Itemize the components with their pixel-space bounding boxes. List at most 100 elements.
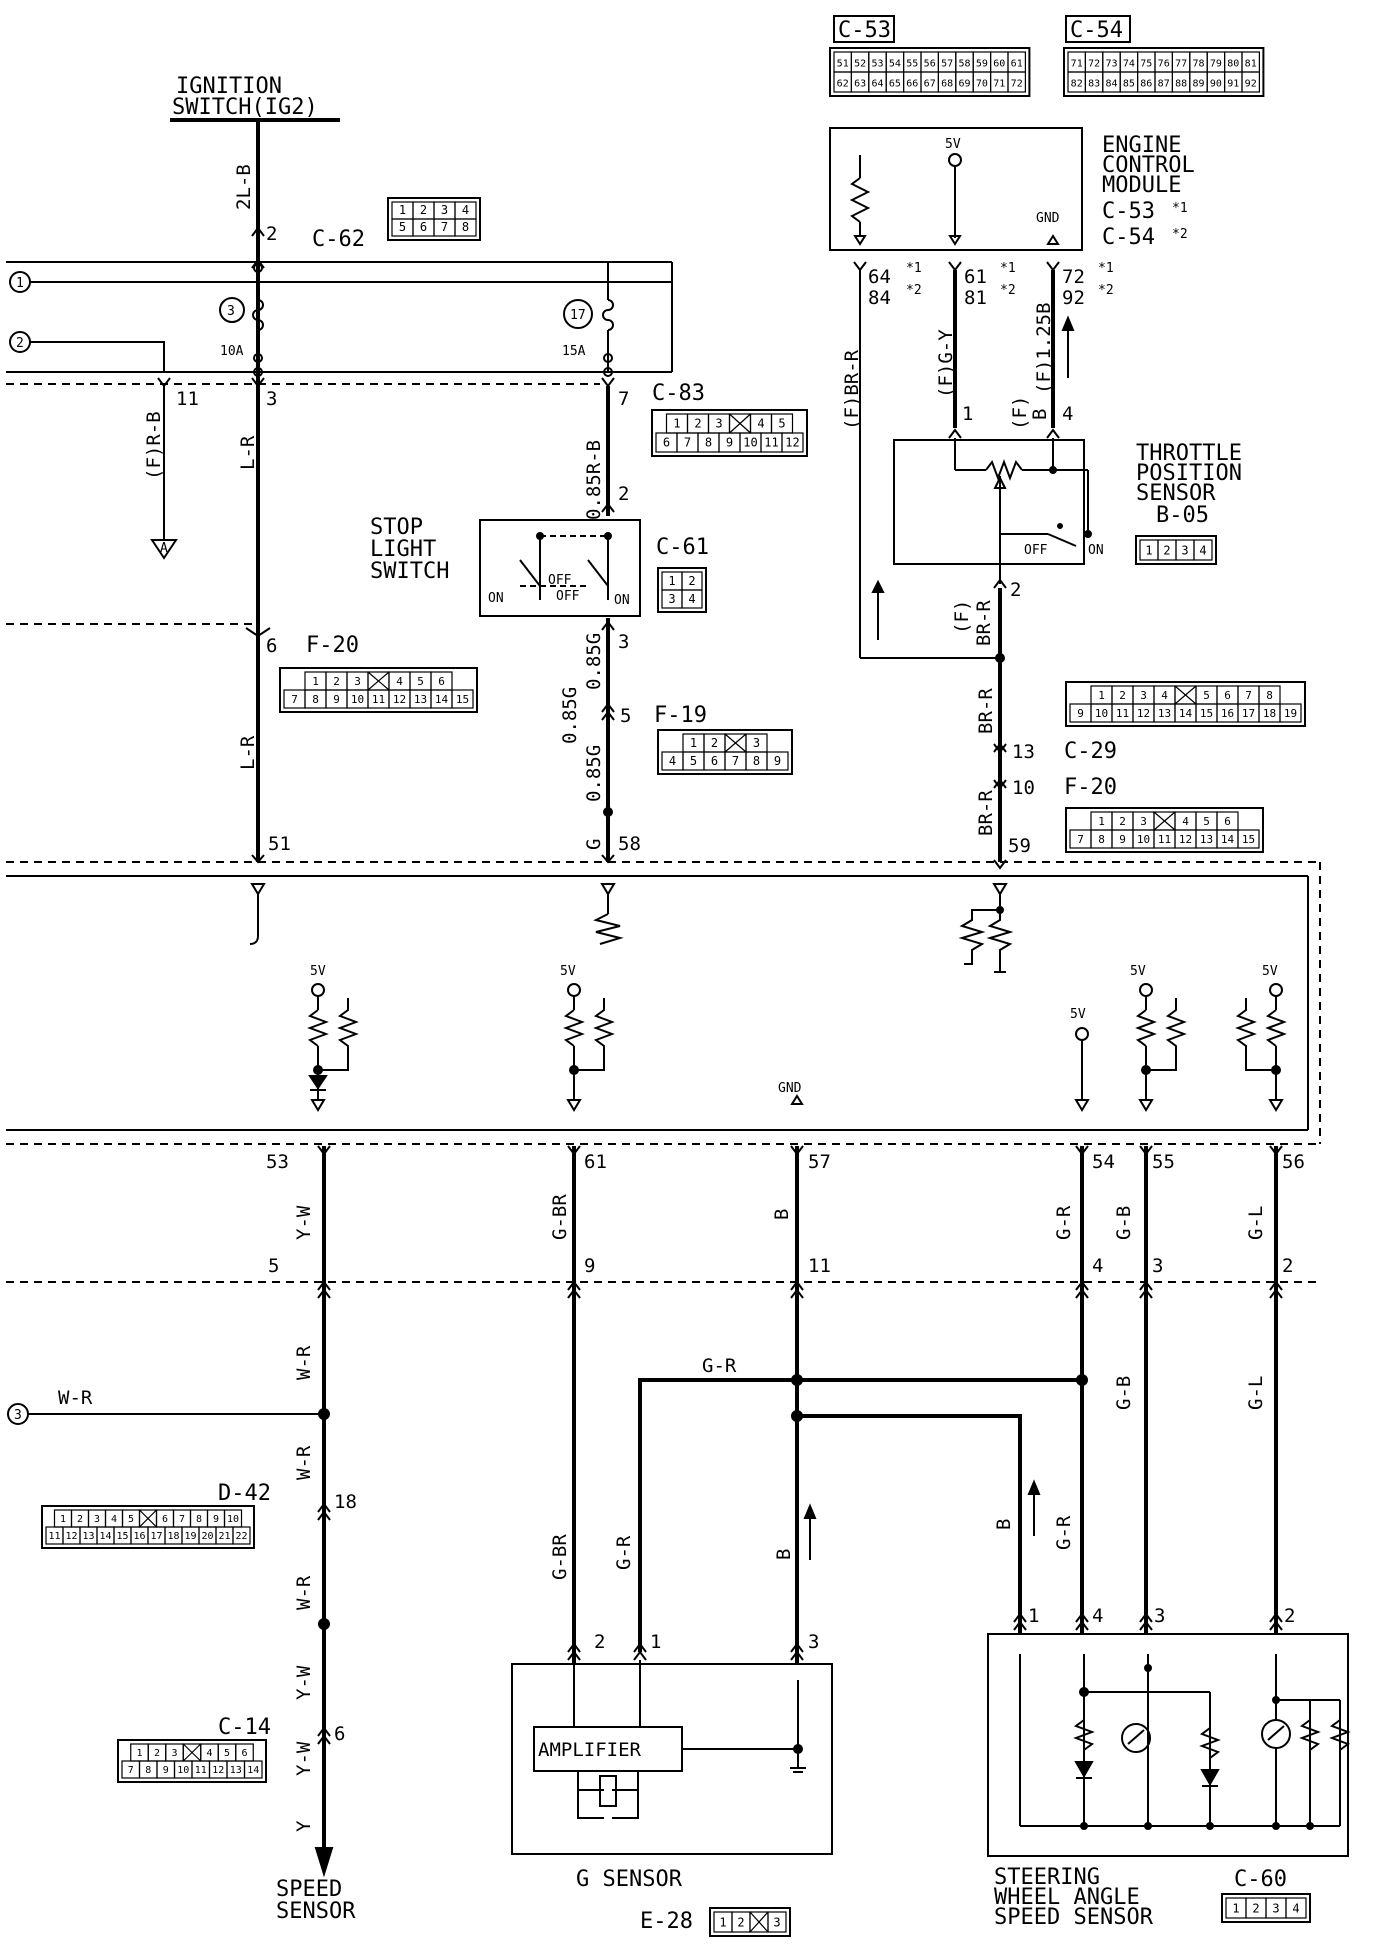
stop-off-1: OFF: [548, 573, 572, 588]
wire-yw-3: Y-W: [293, 1741, 315, 1776]
pin-53: 53: [266, 1151, 289, 1173]
grid-cell-label: 3: [773, 1915, 780, 1929]
steering-title-3: SPEED SENSOR: [994, 1905, 1154, 1930]
grid-cell-label: 11: [195, 1765, 207, 1776]
grid-cell-blank: [724, 733, 747, 753]
grid-cell-label: 69: [958, 78, 970, 89]
tps-pin-4: 4: [1062, 403, 1073, 425]
c54-header: C-54: [1065, 15, 1131, 43]
grid-cell-label: 1: [312, 675, 319, 688]
pin-13: 13: [1012, 741, 1035, 763]
grid-cell-label: 7: [1077, 833, 1084, 846]
grid-cell: [232, 1526, 251, 1545]
grid-cell-label: 14: [99, 1531, 111, 1542]
tps-off: OFF: [1024, 543, 1048, 558]
grid-cell-label: 8: [196, 1514, 202, 1525]
grid-cell-label: 84: [1105, 78, 1117, 89]
wire-gr-1: G-R: [1053, 1205, 1075, 1240]
pin-10: 10: [1012, 777, 1035, 799]
unit-input-2: [593, 883, 624, 945]
wire-wr-1: W-R: [293, 1345, 315, 1380]
grid-cell-label: 3: [1140, 815, 1147, 828]
grid-cell: [451, 689, 474, 709]
grid-cell-label: 75: [1140, 58, 1152, 69]
f20-left-title: F-20: [306, 633, 359, 658]
pin-58: 58: [618, 833, 641, 855]
wire-yw-1: Y-W: [293, 1205, 315, 1240]
grid-cell-label: 2: [737, 1915, 744, 1929]
grid-cell-label: 8: [705, 436, 712, 450]
grid-cell-blank: [1153, 811, 1176, 831]
grid-cell-label: 80: [1227, 58, 1239, 69]
grid-cell-label: 52: [854, 58, 866, 69]
grid-cell-label: 10: [351, 693, 364, 706]
grid-cell-label: 55: [906, 58, 918, 69]
grid-cell-label: 85: [1123, 78, 1135, 89]
grid-cell-label: 21: [218, 1531, 230, 1542]
row2-pin-9: 9: [584, 1255, 595, 1277]
pin-92-mark: *2: [1098, 283, 1114, 298]
grid-cell-label: 12: [65, 1531, 77, 1542]
grid-cell-label: 66: [906, 78, 918, 89]
wr-junction: [318, 1408, 330, 1420]
grid-cell-label: 18: [1263, 707, 1276, 720]
fuse-3-num: 3: [227, 304, 235, 319]
ecm-gnd: GND: [1036, 211, 1060, 226]
grid-cell-label: 67: [924, 78, 936, 89]
grid-cell-label: 4: [1161, 689, 1168, 702]
pin-c62-2: 2: [266, 223, 277, 245]
grid-cell-label: 12: [785, 436, 799, 450]
grid-cell-label: 68: [941, 78, 953, 89]
c53-title: C-53: [838, 18, 891, 43]
grid-cell-label: 10: [177, 1765, 189, 1776]
c62-title: C-62: [312, 227, 365, 252]
grid-cell-label: 81: [1245, 58, 1257, 69]
grid-cell-label: 10: [1095, 707, 1108, 720]
grid-cell-label: 1: [399, 203, 406, 217]
v5-56: 5V: [1262, 964, 1278, 979]
grid-cell-blank: [1174, 685, 1197, 705]
grid-cell-label: 90: [1210, 78, 1222, 89]
ref-2-line: [30, 341, 165, 372]
pin-54: 54: [1092, 1151, 1115, 1173]
g-sensor-box: [511, 1663, 833, 1855]
grid-cell-label: 6: [241, 1748, 247, 1759]
wire-f-125b: (F)1.25B: [1033, 302, 1055, 394]
grid-cell-label: 2: [77, 1514, 83, 1525]
grid-cell-label: 4: [396, 675, 403, 688]
grid-cell-label: 6: [1224, 815, 1231, 828]
grid-cell-blank: [749, 1911, 769, 1933]
grid-cell-label: 1: [1098, 689, 1105, 702]
wire-wr-3: W-R: [293, 1575, 315, 1610]
ecm-title-3: MODULE: [1102, 173, 1181, 198]
pin-64: 64: [868, 266, 891, 288]
grid-cell-label: 10: [743, 436, 757, 450]
grid-cell-label: 62: [837, 78, 849, 89]
wire-gr-h: G-R: [702, 1355, 737, 1377]
grid-cell-label: 92: [1245, 78, 1257, 89]
pin-72-mark: *1: [1098, 261, 1114, 276]
grid-cell-label: 6: [711, 754, 718, 768]
wire-f-gy: (F)G-Y: [935, 329, 957, 398]
g-sensor-title: G SENSOR: [576, 1867, 683, 1892]
d42-title: D-42: [218, 1481, 271, 1506]
bottom-pin-labels: 53 61 57 54 55 56: [266, 1151, 1305, 1173]
e28-title: E-28: [640, 1909, 693, 1934]
grid-cell-label: 4: [669, 754, 676, 768]
wire-gbr-2: G-BR: [549, 1534, 571, 1580]
g-sensor-internals: [533, 1680, 806, 1819]
grid-cell-label: 58: [958, 58, 970, 69]
grid-cell-label: 6: [663, 436, 670, 450]
gnd-57-symbol: [790, 1094, 804, 1105]
pin-stop-3: 3: [618, 631, 629, 653]
row2-pin-5: 5: [268, 1255, 279, 1277]
grid-cell-label: 79: [1210, 58, 1222, 69]
grid-cell-blank: [139, 1509, 157, 1528]
grid-cell-label: 87: [1158, 78, 1170, 89]
pin-81: 81: [964, 287, 987, 309]
grid-cell-label: 83: [1088, 78, 1100, 89]
g-pin-2: 2: [594, 1631, 605, 1653]
